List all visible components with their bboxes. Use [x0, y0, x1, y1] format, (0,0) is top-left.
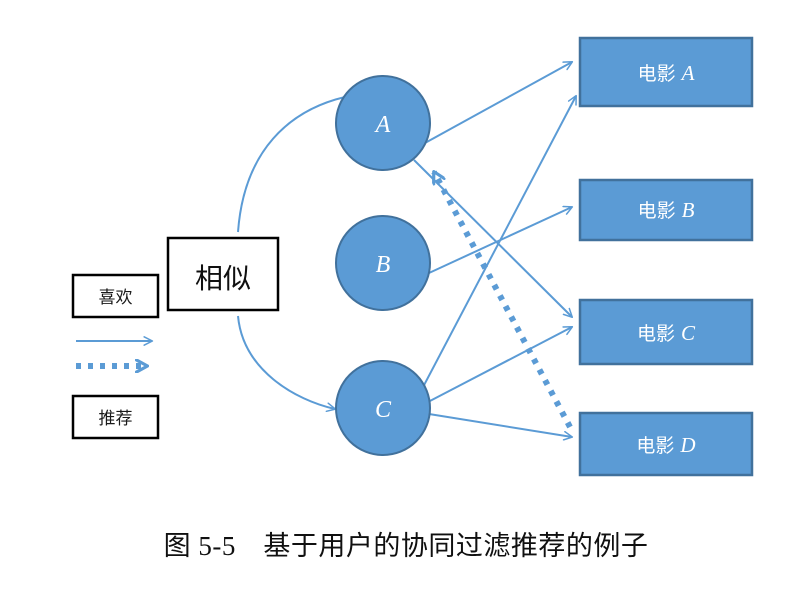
user-node-b-label: B — [376, 252, 391, 278]
similarity-edge-a-c — [237, 96, 346, 413]
similarity-box-label: 相似 — [195, 263, 251, 294]
legend-recommend-label: 推荐 — [99, 409, 133, 428]
user-node-c[interactable]: C — [335, 360, 431, 456]
legend-recommend-box: 推荐 — [71, 394, 160, 440]
recommend-edge-movie-d-to-user-a — [431, 172, 573, 429]
user-node-c-label: C — [375, 397, 392, 423]
user-node-a[interactable]: A — [335, 75, 431, 171]
edge-user-a-to-movie-a — [424, 61, 574, 144]
legend-like-box: 喜欢 — [71, 273, 160, 319]
similarity-box[interactable]: 相似 — [166, 236, 280, 312]
edge-user-c-to-movie-c — [427, 326, 574, 403]
legend: 喜欢 推荐 — [71, 273, 160, 440]
edge-user-c-to-movie-a — [421, 94, 577, 390]
like-edges — [413, 61, 577, 441]
figure-caption: 图 5-5 基于用户的协同过滤推荐的例子 — [163, 531, 649, 561]
edge-user-c-to-movie-d — [428, 413, 574, 441]
edge-user-a-to-movie-c — [413, 159, 574, 319]
legend-like-label: 喜欢 — [99, 288, 133, 307]
user-node-a-label: A — [374, 112, 391, 138]
user-node-b[interactable]: B — [335, 215, 431, 311]
